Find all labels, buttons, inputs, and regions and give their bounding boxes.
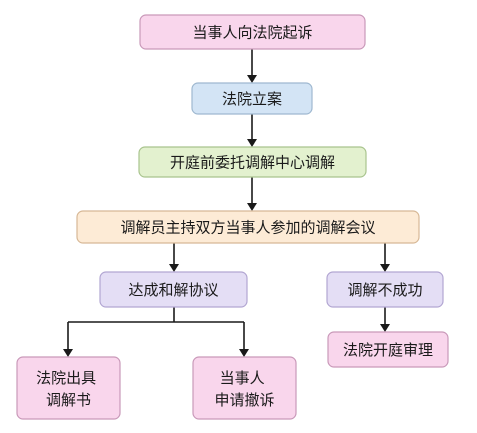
connectors [63, 49, 390, 357]
node-filing-shape [191, 82, 313, 115]
arrowhead-agreement [169, 264, 179, 272]
node-withdraw-shape [192, 356, 297, 420]
node-entrust-shape [138, 146, 367, 178]
node-start-shape [139, 14, 366, 50]
arrowhead-entrust [247, 139, 257, 147]
node-start-label: 当事人向法院起诉 [192, 23, 312, 41]
node-failed-label: 调解不成功 [347, 281, 422, 299]
node-agreement-label: 达成和解协议 [128, 281, 218, 299]
node-mediation: 调解员主持双方当事人参加的调解会议 [76, 210, 420, 244]
arrowhead-filing [247, 75, 257, 83]
arrowhead-failed [380, 264, 390, 272]
node-entrust: 开庭前委托调解中心调解 [138, 146, 367, 178]
node-issue-shape [16, 356, 121, 420]
node-withdraw-label: 当事人 申请撤诉 [214, 369, 274, 409]
node-issue: 法院出具 调解书 [16, 356, 121, 420]
node-filing: 法院立案 [191, 82, 313, 115]
arrowhead-withdraw [239, 349, 249, 357]
node-mediation-shape [76, 210, 420, 244]
node-start: 当事人向法院起诉 [139, 14, 366, 50]
node-agreement: 达成和解协议 [99, 271, 248, 308]
arrowhead-issue [63, 349, 73, 357]
node-mediation-label: 调解员主持双方当事人参加的调解会议 [120, 218, 375, 236]
node-entrust-label: 开庭前委托调解中心调解 [170, 153, 335, 171]
node-trial-label: 法院开庭审理 [343, 341, 433, 359]
node-failed-shape [326, 271, 444, 308]
node-withdraw: 当事人 申请撤诉 [192, 356, 297, 420]
node-filing-label: 法院立案 [222, 90, 282, 108]
node-trial-shape [327, 331, 449, 368]
node-failed: 调解不成功 [326, 271, 444, 308]
arrowhead-mediation [247, 203, 257, 211]
node-agreement-shape [99, 271, 248, 308]
node-issue-label: 法院出具 调解书 [36, 369, 101, 409]
node-trial: 法院开庭审理 [327, 331, 449, 368]
arrowhead-trial [380, 324, 390, 332]
